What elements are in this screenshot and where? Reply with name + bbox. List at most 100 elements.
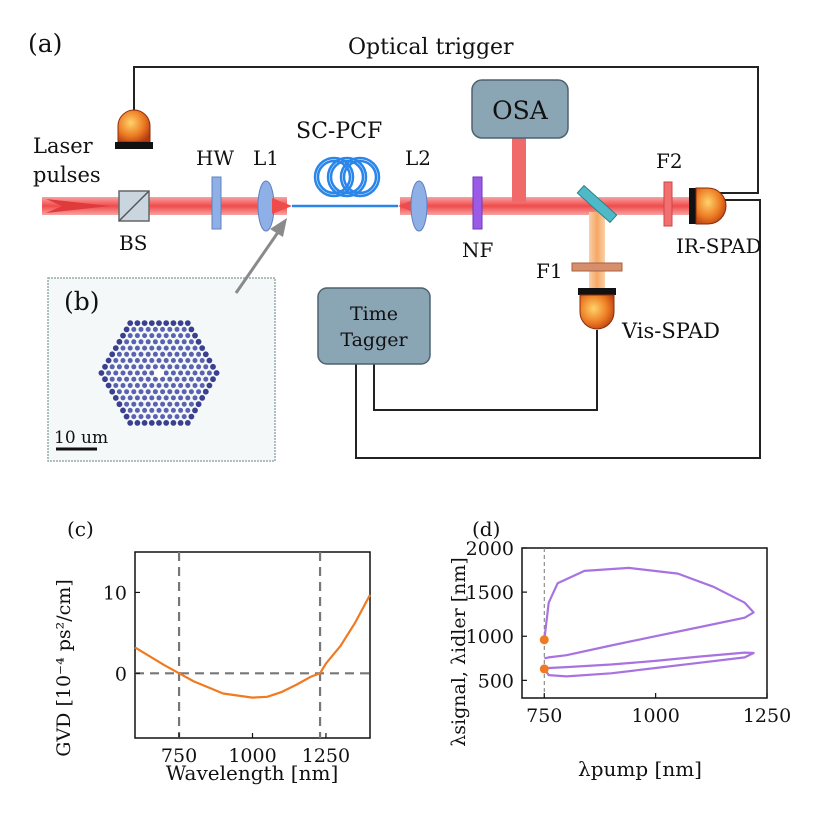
pcf-hole — [134, 395, 140, 401]
pcf-hole — [178, 370, 184, 376]
pcf-hole — [170, 333, 176, 339]
pcf-hole — [188, 351, 194, 357]
pcf-hole — [152, 401, 158, 407]
pcf-hole — [192, 332, 198, 339]
pcf-hole — [156, 383, 162, 388]
panel-label-c: (c) — [67, 517, 94, 541]
chart-d-xlabel: λpump [nm] — [578, 757, 702, 781]
pcf-hole — [160, 401, 166, 407]
pcf-hole — [134, 407, 140, 413]
pcf-hole — [160, 376, 166, 382]
ir-spad-icon — [689, 187, 727, 225]
pcf-hole — [112, 395, 119, 401]
beam-splitter — [118, 190, 150, 222]
chart-d-ylabel: λsignal, λidler [nm] — [448, 557, 470, 747]
pcf-hole — [160, 364, 166, 370]
pcf-hole — [113, 370, 119, 376]
pcf-hole — [185, 383, 191, 388]
pcf-hole — [170, 345, 176, 351]
pcf-hole — [145, 389, 151, 395]
chart-c-xlabel: Wavelength [nm] — [166, 761, 339, 785]
pcf-hole — [178, 333, 184, 339]
pcf-hole — [116, 401, 123, 408]
pcf-hole — [192, 395, 198, 401]
pcf-hole — [174, 376, 180, 382]
pcf-hole — [141, 320, 148, 326]
pcf-hole — [142, 358, 148, 363]
pcf-hole — [145, 339, 151, 345]
y-tick-label: 1500 — [466, 582, 514, 604]
time-tagger-box — [317, 287, 431, 365]
pcf-hole — [170, 370, 176, 376]
pcf-hole — [127, 420, 134, 426]
pcf-hole — [202, 351, 209, 358]
pcf-hole — [152, 339, 158, 345]
y-tick-label: 2000 — [466, 538, 514, 560]
pcf-hole — [170, 383, 176, 388]
pcf-hole — [181, 376, 187, 382]
pcf-hole — [120, 332, 126, 339]
pcf-hole — [149, 345, 155, 351]
pcf-hole — [163, 370, 169, 376]
pcf-hole — [152, 376, 158, 382]
pcf-hole — [196, 376, 202, 382]
pcf-hole — [124, 339, 130, 345]
data-point — [539, 635, 549, 645]
pcf-hole — [120, 383, 126, 388]
pcf-hole — [203, 376, 209, 382]
pcf-hole — [184, 320, 191, 326]
pcf-hole — [145, 401, 151, 407]
pcf-hole — [152, 351, 158, 357]
pcf-hole — [174, 339, 180, 345]
plot-frame — [134, 551, 371, 739]
pcf-hole — [181, 339, 187, 345]
pcf-hole — [192, 407, 198, 414]
pcf-hole — [102, 376, 108, 383]
pcf-hole — [160, 414, 166, 420]
pcf-hole — [113, 383, 119, 388]
pcf-hole — [206, 370, 212, 376]
pcf-hole — [109, 388, 116, 395]
pcf-hole — [152, 389, 158, 395]
series-line — [543, 651, 755, 678]
pcf-hole — [124, 376, 130, 382]
pcf-hole — [192, 345, 198, 351]
y-tick-label: 1000 — [466, 626, 514, 648]
laser-input-arrow-icon — [46, 199, 110, 213]
pcf-hole — [116, 389, 122, 395]
pcf-hole — [178, 407, 184, 413]
pcf-hole — [120, 370, 126, 376]
pcf-hole — [188, 413, 195, 420]
pcf-hole — [149, 370, 155, 376]
pcf-hole — [138, 364, 144, 370]
pcf-hole — [127, 407, 133, 413]
pcf-hole — [113, 358, 119, 363]
pcf-hole — [145, 364, 151, 370]
x-tick-label: 750 — [526, 705, 562, 727]
pcf-hole — [188, 401, 194, 407]
pcf-hole — [185, 333, 191, 339]
pcf-hole — [131, 401, 137, 407]
pcf-hole — [145, 376, 151, 382]
pcf-hole — [138, 351, 144, 357]
pcf-hole — [188, 389, 194, 395]
pcf-hole — [199, 383, 205, 388]
vis-spad-label: Vis-SPAD — [621, 319, 720, 343]
pcf-hole — [142, 370, 148, 376]
trigger-photodiode-icon — [115, 109, 153, 149]
pcf-hole — [138, 389, 144, 395]
osa-label: OSA — [492, 96, 549, 125]
panel-label-b: (b) — [64, 287, 100, 316]
pcf-hole — [149, 358, 155, 363]
half-wave-plate — [211, 176, 222, 230]
pcf-hole — [142, 333, 148, 339]
pcf-hole — [106, 370, 112, 376]
pcf-hole — [184, 420, 191, 426]
pcf-hole — [170, 395, 176, 401]
series-line — [134, 594, 371, 699]
pcf-hole — [149, 333, 155, 339]
pcf-hole — [181, 401, 187, 407]
pcf-hole — [174, 326, 180, 332]
